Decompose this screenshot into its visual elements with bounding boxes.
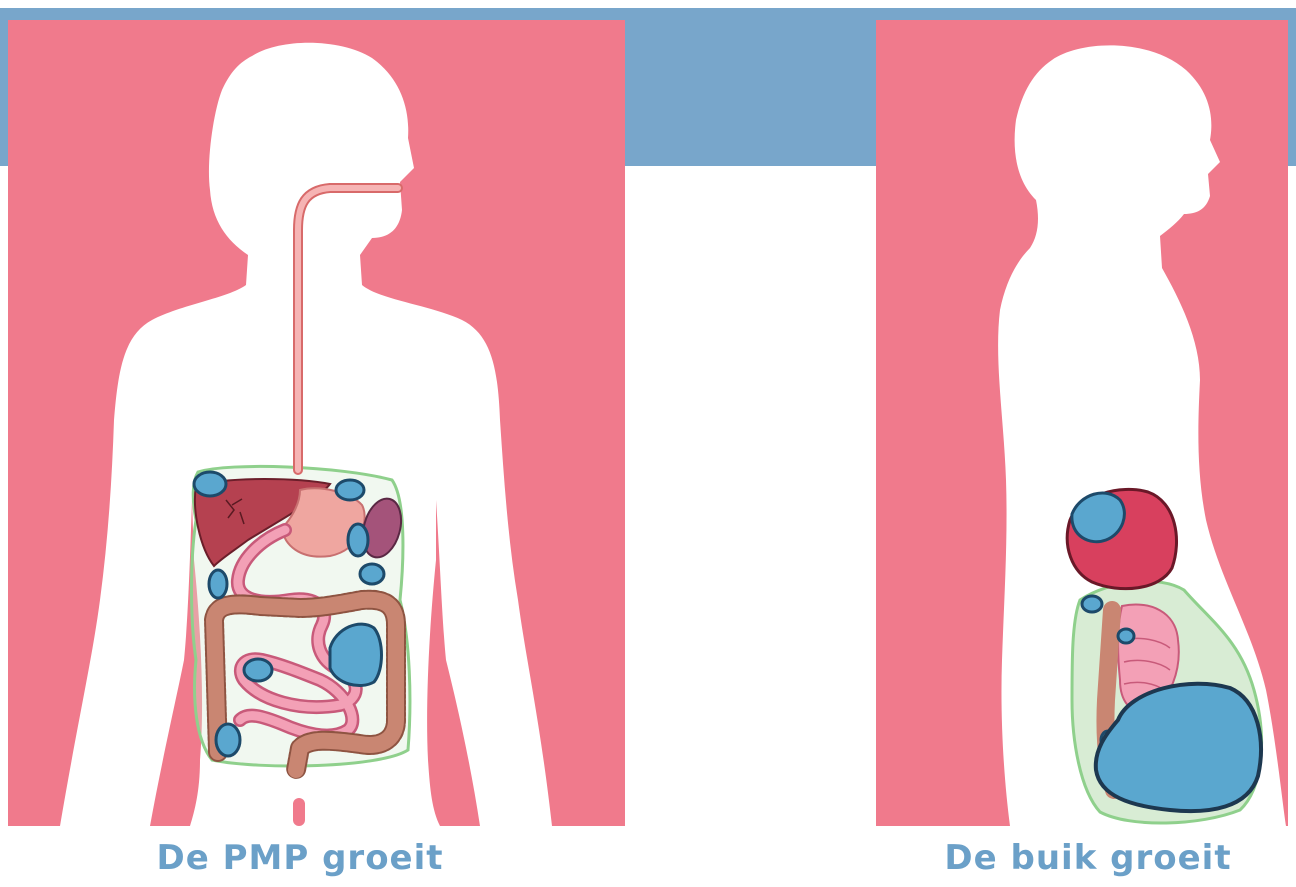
tumor-deposit — [360, 564, 384, 584]
tumor-deposit — [244, 659, 272, 681]
blue-tumor-cap — [1072, 493, 1125, 542]
tumor-deposit — [336, 480, 364, 500]
caption-pmp-grows: De PMP groeit — [60, 838, 540, 882]
tumor-deposit — [1082, 596, 1102, 612]
tumor-deposit — [209, 570, 227, 598]
tumor-deposit — [1118, 629, 1134, 643]
navel-gap — [293, 798, 305, 826]
panel-side-view — [876, 20, 1288, 826]
tumor-deposit — [194, 472, 226, 496]
panel-front-view — [8, 20, 625, 826]
caption-belly-grows: De buik groeit — [880, 838, 1296, 882]
tumor-deposit-large — [330, 624, 382, 685]
tumor-deposit — [216, 724, 240, 756]
tumor-deposit — [348, 524, 368, 556]
